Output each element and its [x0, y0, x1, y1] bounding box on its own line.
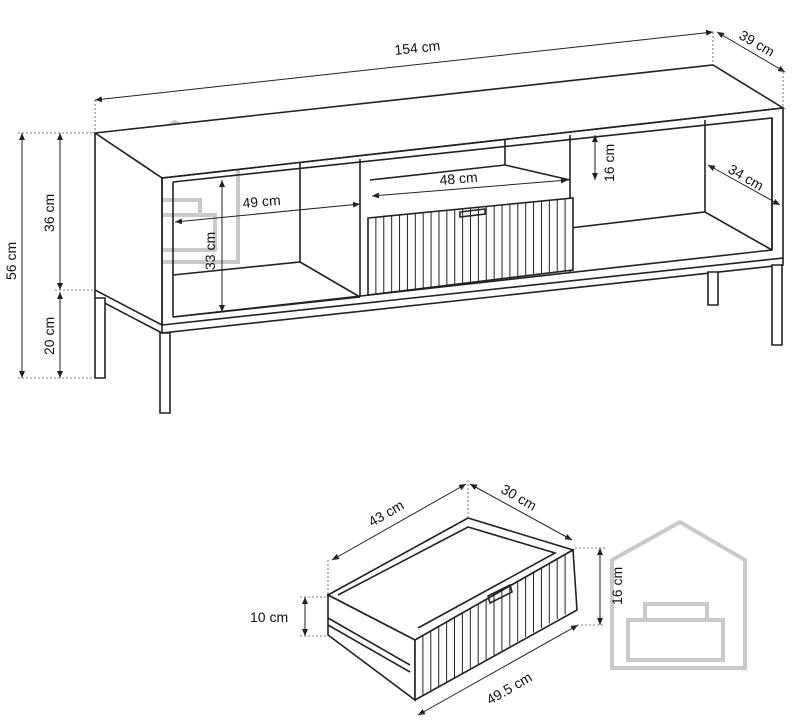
cabinet-dimension-lines: [18, 29, 786, 379]
tv-cabinet: [92, 64, 786, 414]
leg-front-right: [771, 264, 783, 346]
total-height-label: 56 cm: [3, 242, 19, 280]
cabinet-top: [92, 64, 786, 179]
depth-label: 39 cm: [737, 27, 778, 60]
body-height-label: 36 cm: [41, 194, 57, 232]
inner-depth-label: 34 cm: [726, 161, 767, 194]
leg-back-right: [707, 271, 719, 306]
drawer-detail-handle: [487, 583, 513, 605]
drawer-inner-width-label: 43 cm: [366, 497, 407, 530]
drawer-inner-depth-label: 30 cm: [499, 481, 540, 514]
compartment-height-label: 33 cm: [202, 232, 218, 270]
middle-shelf-height-label: 16 cm: [601, 144, 617, 182]
left-compartment-width-label: 49 cm: [242, 192, 281, 211]
watermark-house-icon-2: [610, 519, 747, 670]
width-label: 154 cm: [394, 37, 441, 58]
leg-height-label: 20 cm: [41, 317, 57, 355]
drawer-side-height-label: 10 cm: [250, 609, 288, 625]
drawer-front-width-label: 49.5 cm: [484, 669, 535, 708]
drawer-front-height-label: 16 cm: [609, 567, 625, 605]
drawer-detail: [300, 480, 605, 716]
leg-front-left: [159, 332, 171, 414]
middle-shelf-width-label: 48 cm: [439, 169, 478, 188]
leg-back-left: [94, 297, 106, 379]
drawer-handle: [459, 208, 486, 218]
